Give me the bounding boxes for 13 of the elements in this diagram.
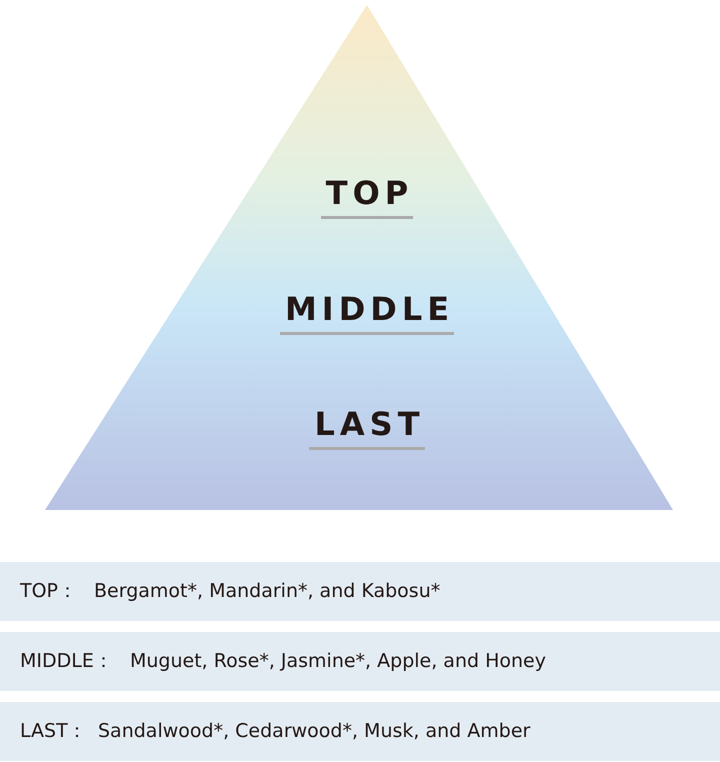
tier-label: MIDDLE [280, 290, 454, 335]
tier-name: LAST： [20, 719, 87, 744]
tier-name: TOP： [20, 579, 78, 604]
pyramid-triangle [45, 5, 673, 510]
note-list: Muguet, Rose*, Jasmine*, Apple, and Honey [130, 632, 546, 690]
note-list: Sandalwood*, Cedarwood*, Musk, and Amber [98, 702, 530, 760]
note-band [0, 632, 720, 691]
tier-label: TOP [320, 174, 414, 219]
tier-name: MIDDLE： [20, 649, 113, 674]
note-band [0, 702, 720, 761]
note-band [0, 562, 720, 621]
note-list: Bergamot*, Mandarin*, and Kabosu* [94, 562, 440, 620]
tier-label: LAST [309, 405, 425, 450]
